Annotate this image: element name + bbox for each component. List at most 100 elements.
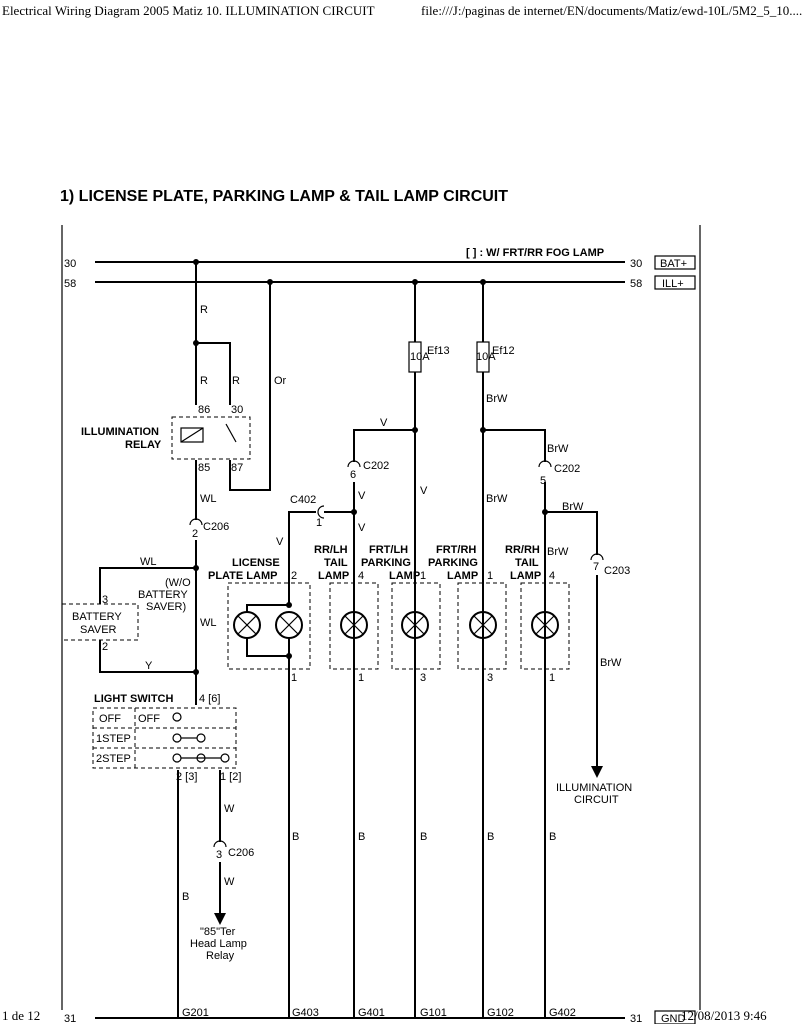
bulb-icon — [401, 611, 429, 639]
relay-label-line1: ILLUMINATION — [81, 426, 159, 438]
dest-relay-line3: Relay — [206, 950, 235, 962]
lamp-frtrh-line2: PARKING — [428, 557, 478, 569]
saver-note3: SAVER) — [146, 601, 186, 613]
lamp-pin: 1 — [358, 672, 364, 684]
wire-license-bottom — [246, 638, 289, 657]
lamp-frtrh-line1: FRT/RH — [436, 544, 476, 556]
connector-c202b-top — [538, 460, 552, 468]
wire-label-r3: R — [232, 375, 240, 387]
relay-label-line2: RELAY — [125, 439, 162, 451]
fuse-ef13-rating: 10A — [410, 351, 430, 363]
switch-contact — [220, 753, 230, 763]
connector-c402 — [317, 505, 325, 519]
battery-saver-line2: SAVER — [80, 624, 117, 636]
lamp-box-rrrh — [520, 582, 570, 670]
lamp-box-frtrh — [457, 582, 507, 670]
pin-1-c402: 1 — [316, 517, 322, 529]
wire-label-w1: W — [224, 803, 235, 815]
relay-coil — [180, 427, 204, 443]
light-switch-box — [92, 707, 237, 769]
switch-contact — [172, 712, 182, 722]
pin-6-c202: 6 — [350, 469, 356, 481]
lamp-pin: 1 — [291, 672, 297, 684]
wire-label-v2: V — [358, 490, 366, 502]
switch-row-1step: 1STEP — [96, 733, 131, 745]
wire-label-v5: V — [276, 536, 284, 548]
arrow-head — [591, 766, 603, 778]
lamp-frtlh-line3: LAMP — [389, 570, 420, 582]
wire-label-v3: V — [358, 522, 366, 534]
ill-tag: ILL+ — [662, 278, 684, 290]
switch-contact — [172, 753, 182, 763]
lamp-rrlh-line3: LAMP — [318, 570, 349, 582]
bulb-icon — [275, 611, 303, 639]
saver-pin-3: 3 — [102, 594, 108, 606]
saver-note1: (W/O — [165, 577, 191, 589]
connector-c206-top — [189, 518, 203, 526]
junction-dot — [286, 602, 292, 608]
light-switch-label: LIGHT SWITCH — [94, 693, 173, 705]
pin-7-c203: 7 — [593, 561, 599, 573]
bulb-icon — [233, 611, 261, 639]
wire-label-brw1: BrW — [486, 393, 508, 405]
gnd-tag: GND — [661, 1013, 686, 1024]
lamp-license-line2: PLATE LAMP — [208, 570, 277, 582]
junction-dot — [193, 669, 199, 675]
lamp-pin: 3 — [487, 672, 493, 684]
bat-tag: BAT+ — [660, 258, 687, 270]
fuse-ef13-name: Ef13 — [427, 345, 450, 357]
lamp-rrrh-line3: LAMP — [510, 570, 541, 582]
wire-label-r2: R — [200, 375, 208, 387]
switch-row-off: OFF — [99, 713, 121, 725]
switch-icon-off: OFF — [138, 713, 160, 725]
dest-illum-line1: ILLUMINATION — [556, 782, 632, 794]
lamp-pin: 1 — [549, 672, 555, 684]
battery-saver-line1: BATTERY — [72, 611, 122, 623]
connector-c206b-label: C206 — [228, 847, 254, 859]
bulb-icon — [340, 611, 368, 639]
wire-brw-branch — [483, 429, 546, 462]
gnd-tag-box — [654, 1010, 696, 1024]
lamp-box-frtlh — [391, 582, 441, 670]
relay-pin-85: 85 — [198, 462, 210, 474]
wire-label-w2: W — [224, 876, 235, 888]
page-counter: 1 de 12 — [2, 1008, 41, 1023]
dest-relay-line2: Head Lamp — [190, 938, 247, 950]
wire-license-top — [246, 604, 289, 612]
connector-c202-top — [347, 460, 361, 468]
wire-label-v1: V — [380, 417, 388, 429]
lamp-frtlh-line1: FRT/LH — [369, 544, 408, 556]
lamp-rrlh-line2: TAIL — [324, 557, 348, 569]
wire-label-b2: B — [292, 831, 299, 843]
lamp-rrrh-line1: RR/RH — [505, 544, 540, 556]
wire-label-brw2: BrW — [486, 493, 508, 505]
wire-label-brw3: BrW — [547, 443, 569, 455]
pin-5-c202: 5 — [540, 475, 546, 487]
wire-label-brw6: BrW — [600, 657, 622, 669]
dest-illum-line2: CIRCUIT — [574, 794, 619, 806]
print-datetime: 12/08/2013 9:46 — [681, 1008, 767, 1023]
bat-tag-box — [654, 255, 696, 270]
lamp-frtlh-line2: PARKING — [361, 557, 411, 569]
relay-box — [171, 416, 251, 460]
saver-pin-2: 2 — [102, 641, 108, 653]
ground-g201: G201 — [182, 1007, 209, 1019]
fuse-ef12-rating: 10A — [476, 351, 496, 363]
connector-c203-label: C203 — [604, 565, 630, 577]
wire-label-r1: R — [200, 304, 208, 316]
switch-contact — [196, 733, 206, 743]
wire-y — [99, 640, 196, 673]
wire-label-wl1: WL — [200, 493, 217, 505]
wire-v-license — [288, 511, 316, 605]
connector-c402-label: C402 — [290, 494, 316, 506]
lamp-pin: 1 — [487, 570, 493, 582]
wire-label-b4: B — [420, 831, 427, 843]
bus-31-label-left: 31 — [64, 1013, 76, 1024]
bulb-icon — [469, 611, 497, 639]
connector-c202-label: C202 — [363, 460, 389, 472]
lamp-rrrh-line2: TAIL — [515, 557, 539, 569]
bus-58-label-right: 58 — [630, 278, 642, 290]
document-title: Electrical Wiring Diagram 2005 Matiz 10.… — [2, 3, 375, 18]
connector-c206b-top — [213, 840, 227, 848]
ground-g101: G101 — [420, 1007, 447, 1019]
